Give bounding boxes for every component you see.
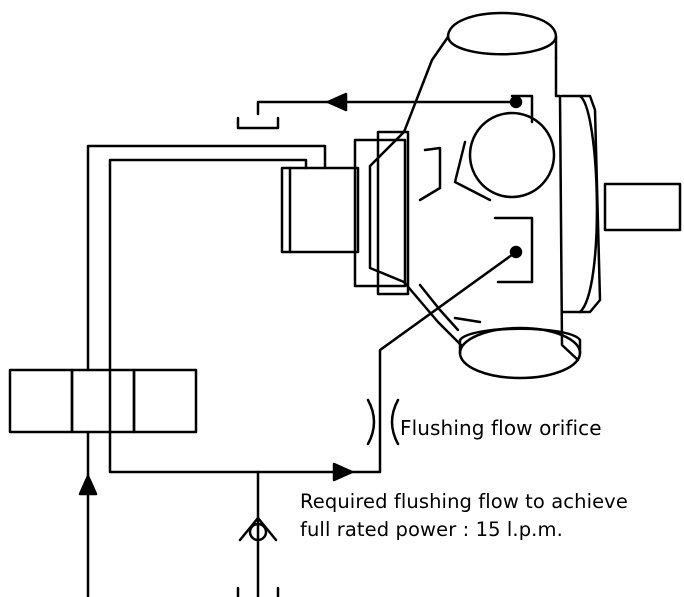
left-flange: [353, 138, 407, 288]
internal-vane-1: [418, 146, 442, 202]
drain-arrow: [326, 92, 348, 112]
drain-pipe: [256, 100, 518, 116]
internal-vane-3: [418, 283, 460, 332]
check-valve-seat: [238, 516, 278, 542]
motor-bottom-boss: [458, 326, 582, 380]
check-valve-ball: [248, 522, 268, 542]
motor-top-cylinder: [446, 11, 558, 60]
directional-valve: [8, 368, 198, 434]
right-flange-outer: [578, 94, 602, 314]
orifice-label: Flushing flow orifice: [400, 416, 602, 440]
required-flow-label-line1: Required flushing flow to achieve: [300, 490, 628, 513]
flushing-line: [108, 158, 518, 482]
flushing-arrow: [332, 462, 354, 482]
tank-symbol-top: [236, 116, 280, 130]
motor-housing: [368, 35, 580, 362]
motor-bottom-boss-side: [458, 327, 582, 355]
valve-pipe: [86, 144, 327, 372]
left-flange-plate: [376, 130, 410, 296]
left-shaft: [280, 166, 360, 254]
orifice-symbol: [366, 398, 400, 446]
internal-passage-upper: [510, 94, 534, 124]
motor-top-cap: [446, 35, 558, 56]
internal-vane-2: [453, 140, 492, 202]
supply-arrow: [78, 474, 98, 496]
internal-passage-lower: [493, 216, 534, 284]
valve-box-left: [8, 368, 74, 434]
hydraulic-motor: [280, 11, 682, 380]
right-shaft: [603, 182, 682, 232]
required-flow-label-line2: full rated power : 15 l.p.m.: [300, 518, 563, 541]
check-valve-branch: [236, 470, 280, 597]
flushing-pipe: [108, 158, 518, 474]
drain-line: [236, 92, 518, 130]
valve-box-right: [132, 368, 198, 434]
valve-line: [86, 144, 327, 372]
right-flange: [560, 94, 599, 314]
motor-port-circle: [468, 111, 556, 199]
internal-vane-4: [453, 316, 482, 324]
supply-line: [78, 430, 98, 597]
tank-symbol-bottom: [236, 586, 280, 597]
valve-box-center: [70, 368, 136, 434]
